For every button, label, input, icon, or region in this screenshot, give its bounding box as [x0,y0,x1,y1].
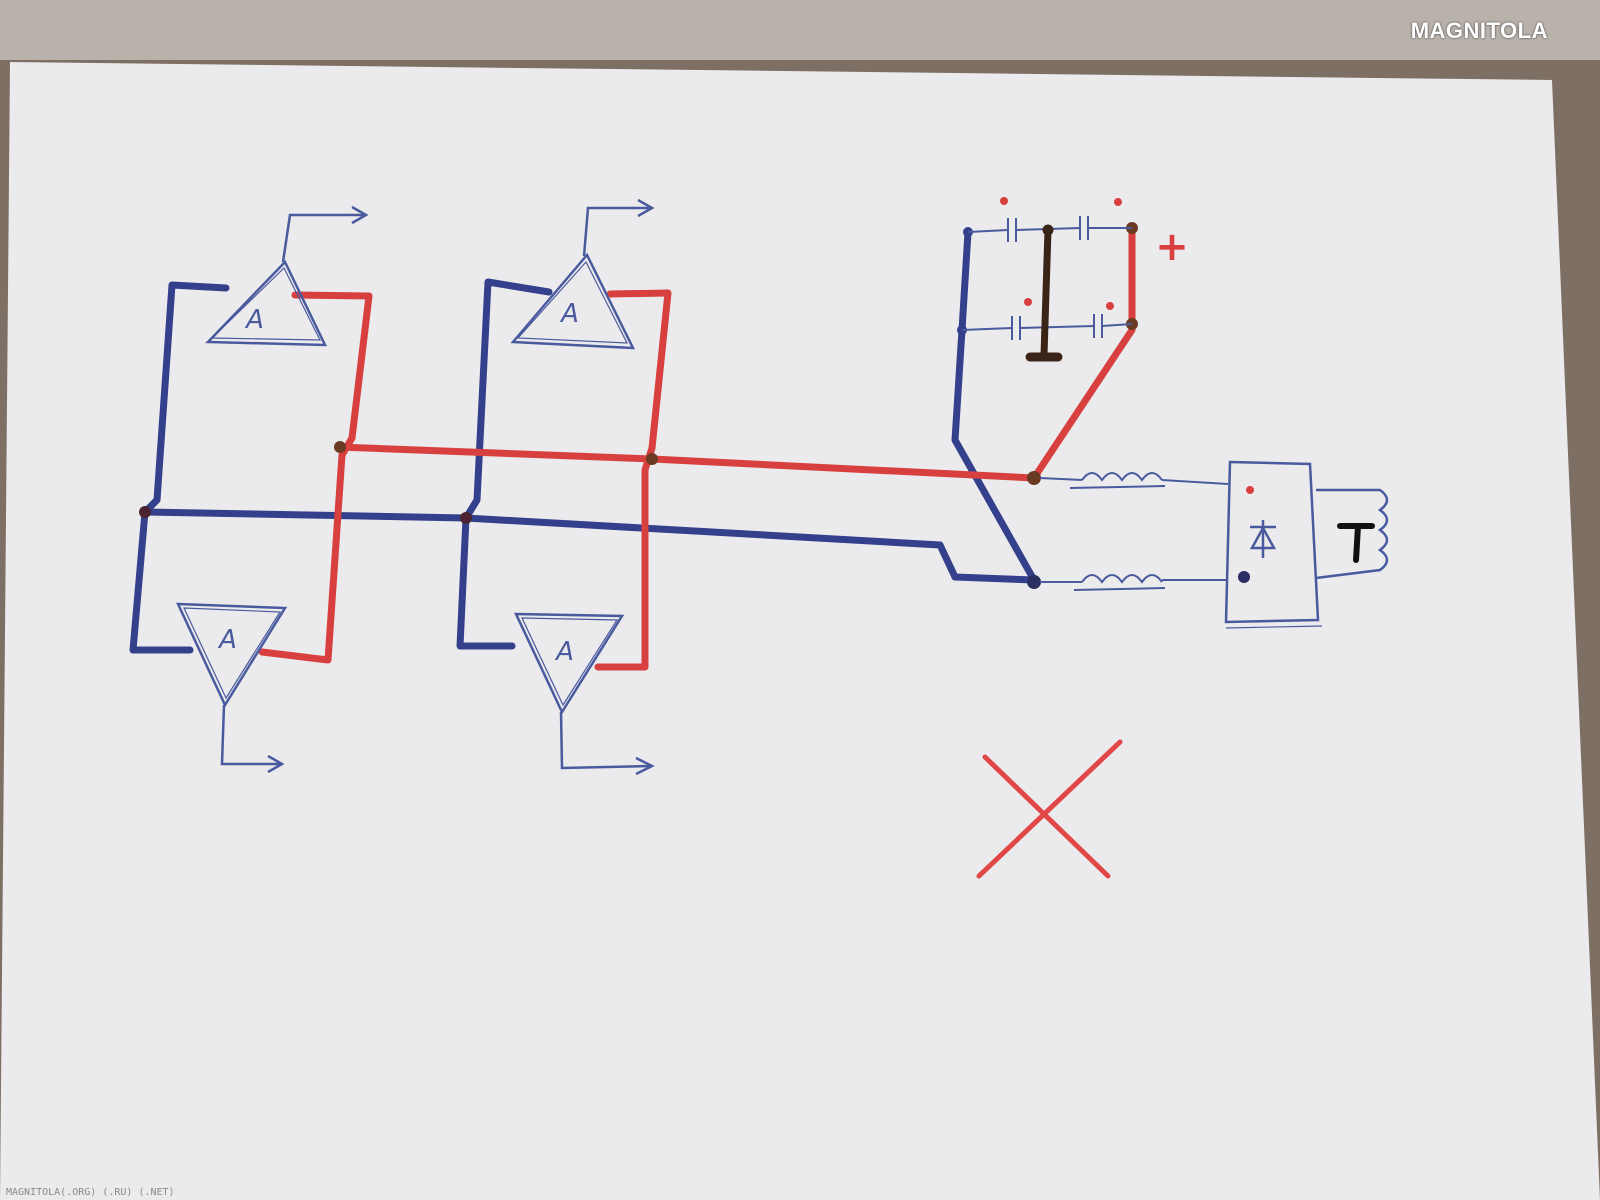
paper-sheet [0,62,1600,1200]
polarity-dots [1000,197,1122,310]
amplifier-2-top: A [510,198,655,350]
red-x-mark [976,739,1123,879]
blue-bus [141,508,1038,584]
watermark-logo: MAGNITOLA [1410,18,1548,43]
inductor-top [1039,472,1229,489]
blue-wire-capbank [951,228,1038,584]
plus-sign: + [1155,224,1189,270]
amplifier-1-top: A [205,205,369,347]
watermark-footer: MAGNITOLA(.ORG) (.RU) (.NET) [6,1187,175,1198]
amplifier-1-bottom-label: A [217,625,237,655]
inductor-bottom [1040,574,1228,591]
amplifier-1-bottom: A [176,602,288,774]
ground-symbol-capbank [1025,224,1063,362]
blue-wire-amp1-top [129,281,230,654]
amplifier-2-top-label: A [559,299,579,329]
background-top-strip [0,0,1600,60]
amplifier-1-top-label: A [244,305,264,335]
mains-connector [1315,488,1389,580]
blue-wire-amp2-top [456,278,553,650]
amplifier-2-bottom: A [514,612,655,776]
amplifier-2-bottom-label: A [554,637,574,667]
rectifier-block [1224,460,1323,629]
blue-wires [129,228,1038,654]
ground-symbol-mains [1337,523,1375,563]
